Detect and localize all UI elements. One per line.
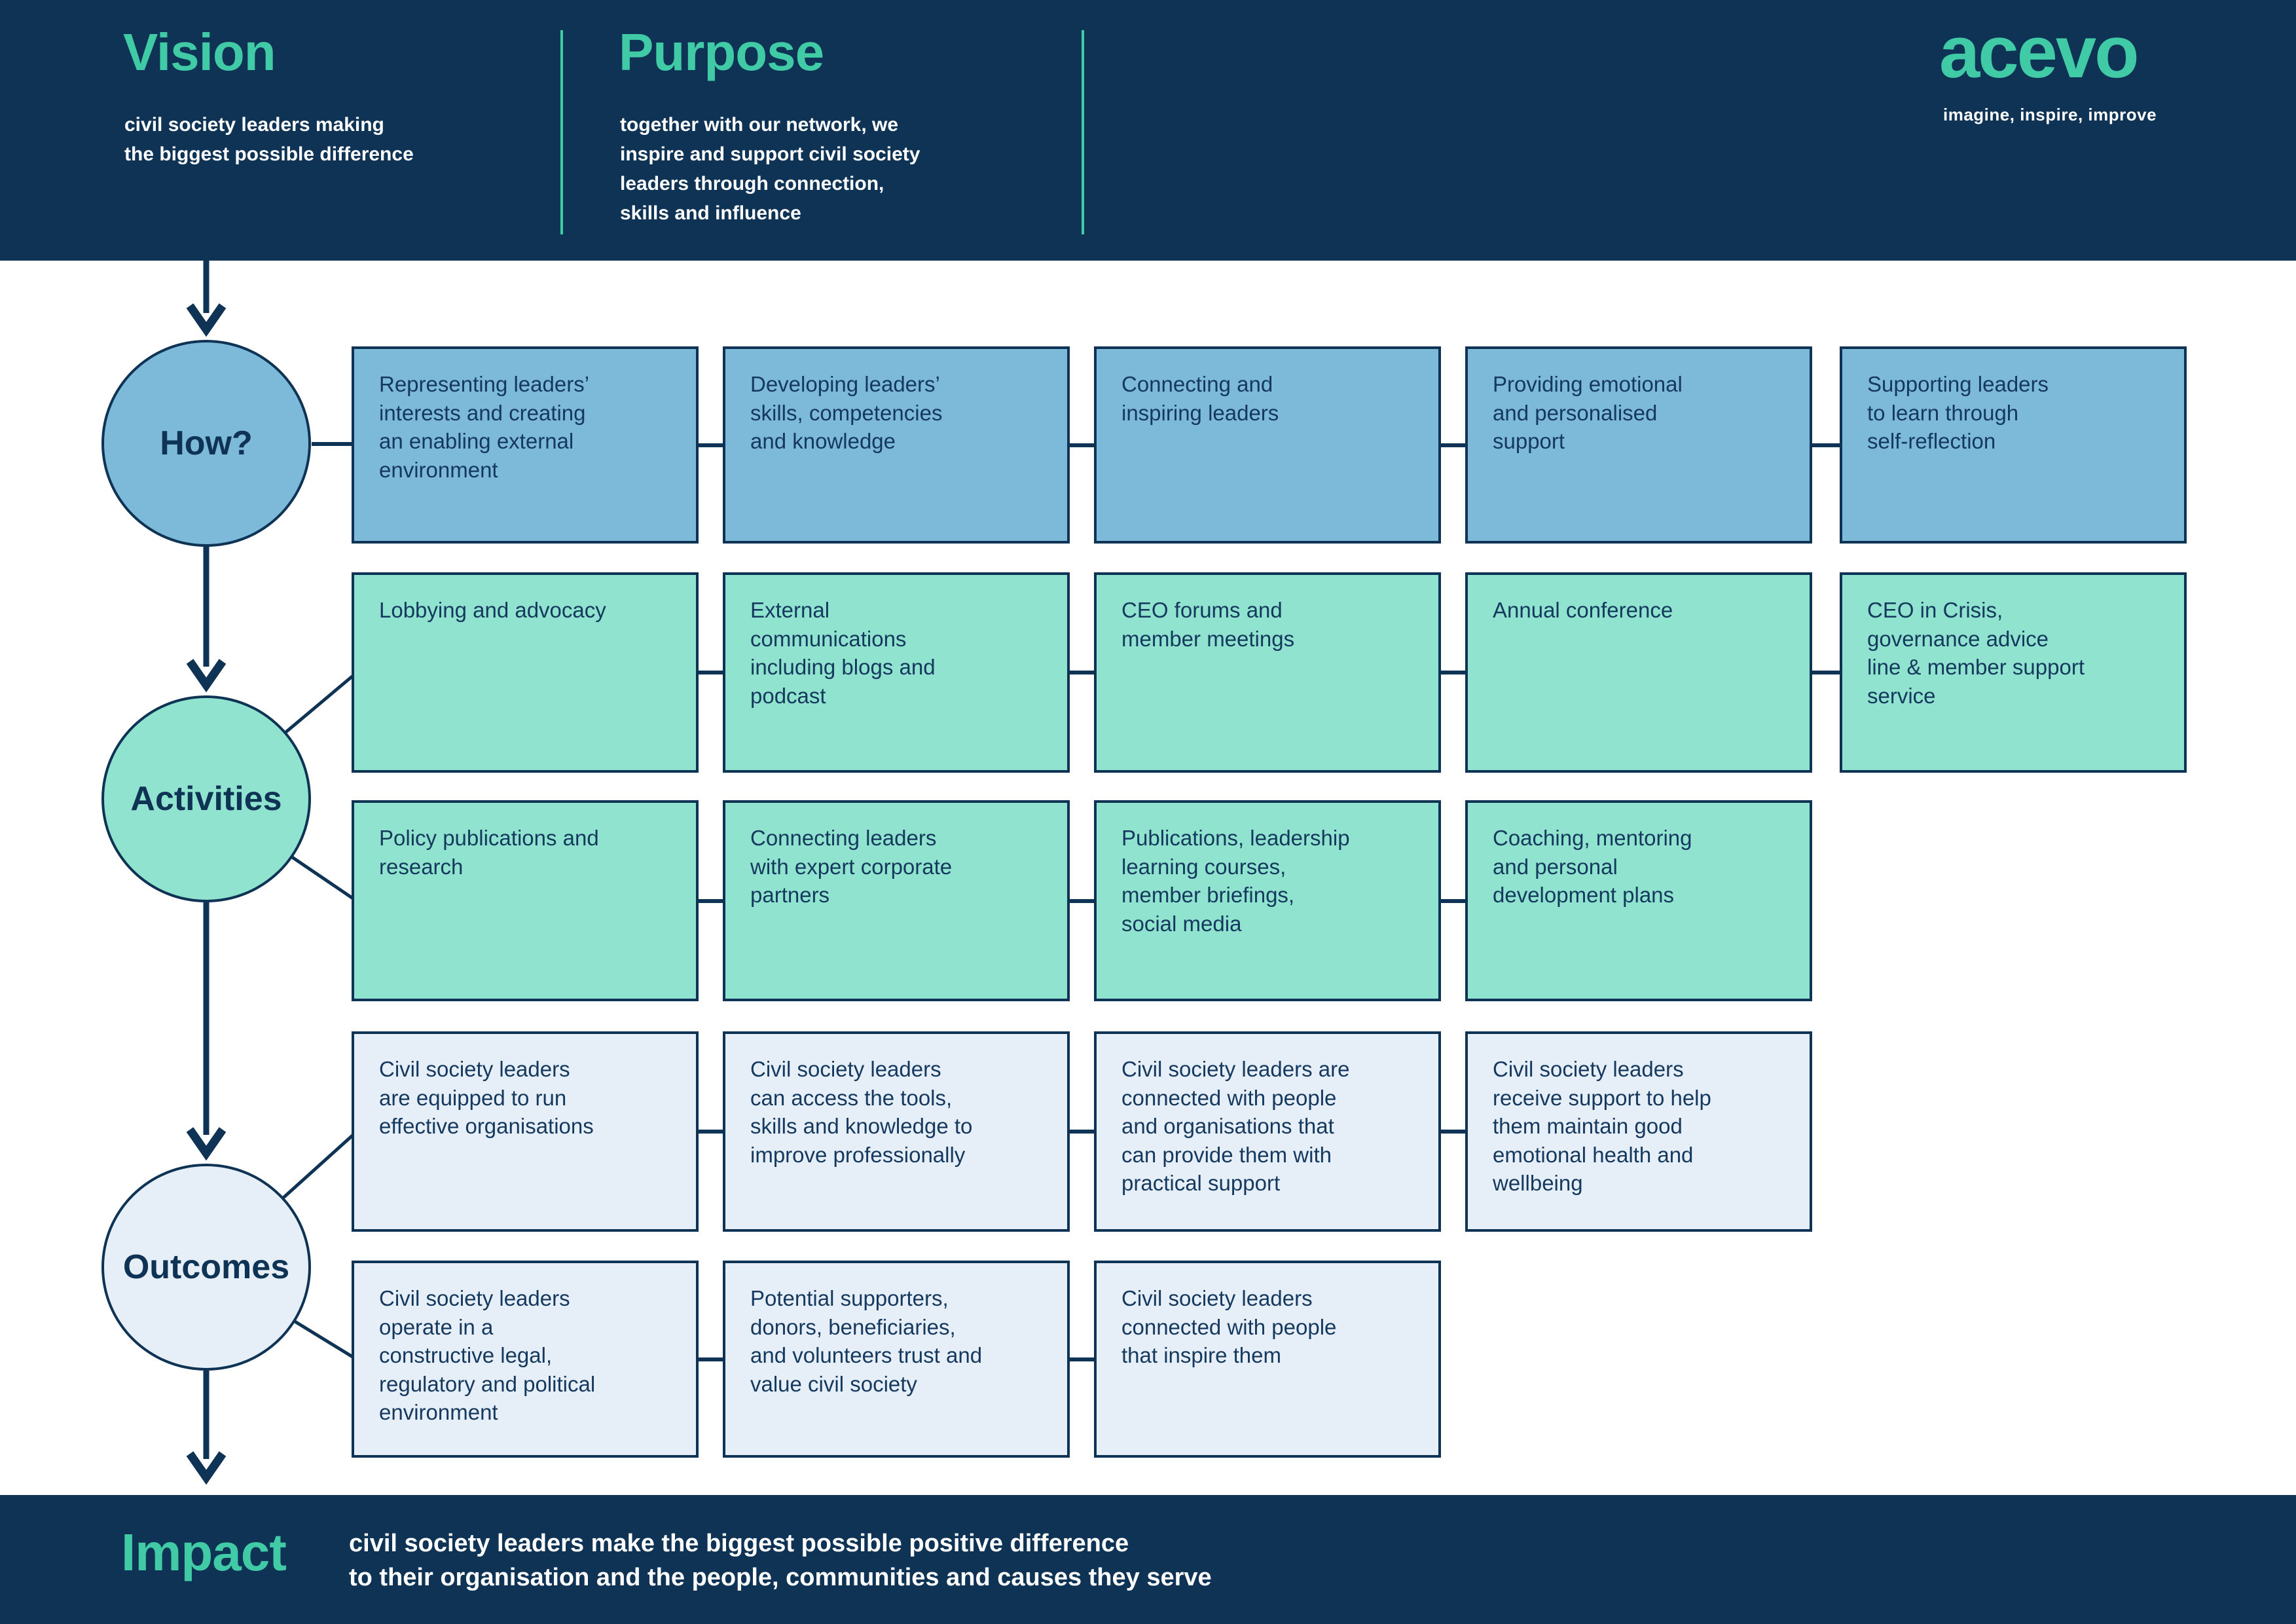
impact-text: civil society leaders make the biggest p… (349, 1530, 1212, 1592)
purpose-title: Purpose (619, 23, 824, 81)
stage-label-how: How? (160, 424, 253, 462)
flow-box: Publications, leadership learning course… (1094, 800, 1441, 1001)
flow-box: Policy publications and research (352, 800, 699, 1001)
purpose-subtitle: together with our network, we inspire an… (620, 114, 920, 224)
flow-box: Annual conference (1465, 572, 1812, 773)
stage-circle-how: How? (101, 340, 311, 547)
flow-box: Connecting leaders with expert corporate… (723, 800, 1070, 1001)
header-band: Vision civil society leaders making the … (0, 0, 2296, 261)
flow-box: Civil society leaders connected with peo… (1094, 1261, 1441, 1458)
stage-label-outcomes: Outcomes (122, 1248, 290, 1286)
flow-arrowheads (186, 303, 227, 1485)
impact-title: Impact (121, 1523, 287, 1581)
flow-box: External communications including blogs … (723, 572, 1070, 773)
flow-box: Potential supporters, donors, beneficiar… (723, 1261, 1070, 1458)
row-connector-lines (312, 442, 1842, 1361)
flow-box: Civil society leaders operate in a const… (352, 1261, 699, 1458)
header-divider (1082, 30, 1084, 234)
flow-box: Civil society leaders are connected with… (1094, 1031, 1441, 1232)
acevo-logo: acevo (1939, 11, 2140, 93)
flow-box: CEO forums and member meetings (1094, 572, 1441, 773)
flow-box: Developing leaders’ skills, competencies… (723, 346, 1070, 544)
flow-box: Civil society leaders are equipped to ru… (352, 1031, 699, 1232)
flow-box: Connecting and inspiring leaders (1094, 346, 1441, 544)
stage-circle-activities: Activities (101, 695, 311, 902)
flow-box: Supporting leaders to learn through self… (1840, 346, 2187, 544)
vision-subtitle: civil society leaders making the biggest… (124, 114, 414, 165)
stage-circle-outcomes: Outcomes (101, 1164, 311, 1371)
flow-box: Coaching, mentoring and personal develop… (1465, 800, 1812, 1001)
flow-box: CEO in Crisis, governance advice line & … (1840, 572, 2187, 773)
flow-box: Lobbying and advocacy (352, 572, 699, 773)
header-divider (560, 30, 563, 234)
impact-band (0, 1495, 2296, 1624)
acevo-tagline: imagine, inspire, improve (1943, 105, 2157, 124)
stage-label-activities: Activities (130, 780, 282, 818)
flow-box: Providing emotional and personalised sup… (1465, 346, 1812, 544)
flow-box: Civil society leaders receive support to… (1465, 1031, 1812, 1232)
vision-title: Vision (123, 23, 276, 81)
flow-box: Representing leaders’ interests and crea… (352, 346, 699, 544)
flow-box: Civil society leaders can access the too… (723, 1031, 1070, 1232)
